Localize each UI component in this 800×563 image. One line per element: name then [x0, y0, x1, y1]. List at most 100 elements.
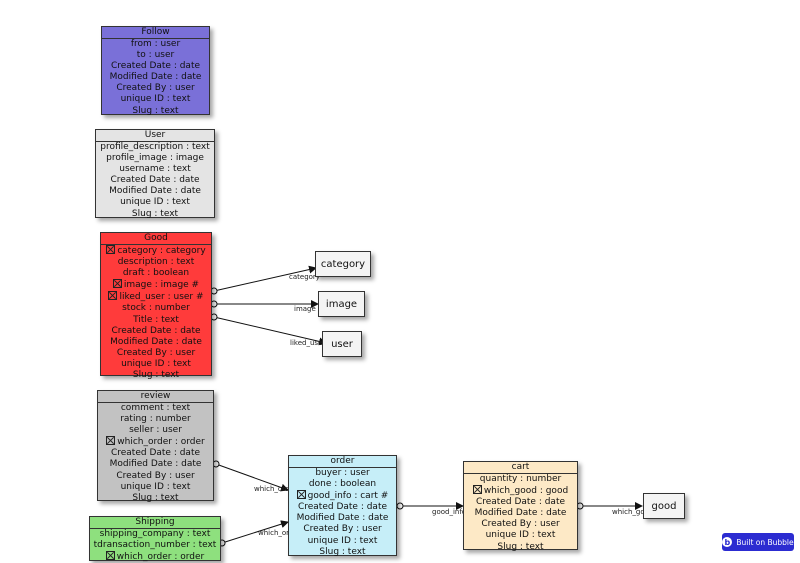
- entity-field: profile_image : image: [96, 153, 214, 164]
- entity-field: liked_user : user #: [101, 291, 211, 303]
- entity-field: Modified Date : date: [102, 72, 209, 83]
- field-text: to : user: [136, 50, 175, 61]
- list-checkbox-icon: [296, 490, 306, 500]
- entity-field: Modified Date : date: [464, 508, 577, 519]
- field-text: Created Date : date: [110, 448, 201, 459]
- entity-field: to : user: [102, 50, 209, 61]
- field-text: from : user: [130, 39, 181, 49]
- list-checkbox-icon: [472, 485, 482, 495]
- entity-field: buyer : user: [289, 468, 396, 479]
- field-text: which_order : order: [116, 552, 205, 563]
- entity-field: rating : number: [98, 414, 213, 425]
- field-text: image : image #: [123, 280, 200, 291]
- field-text: Created Date : date: [297, 502, 388, 513]
- ref-good[interactable]: good: [643, 493, 685, 519]
- field-text: Slug : text: [319, 546, 366, 557]
- field-text: draft : boolean: [122, 268, 190, 279]
- field-text: liked_user : user #: [119, 292, 204, 303]
- field-text: comment : text: [120, 403, 191, 413]
- field-text: Modified Date : date: [474, 508, 567, 519]
- field-text: Slug : text: [132, 370, 180, 381]
- entity-field: Modified Date : date: [289, 513, 396, 524]
- field-text: Modified Date : date: [109, 459, 202, 470]
- field-text: Modified Date : date: [296, 513, 389, 524]
- edge-liked-user: [213, 316, 327, 346]
- field-text: unique ID : text: [307, 535, 378, 546]
- entity-field: Title : text: [101, 315, 211, 326]
- edge-label-category: category: [289, 273, 320, 281]
- field-text: Modified Date : date: [109, 186, 201, 197]
- list-checkbox-icon: [112, 279, 122, 289]
- field-text: buyer : user: [315, 468, 370, 478]
- entity-field: Modified Date : date: [101, 337, 211, 348]
- field-text: Created Date : date: [110, 175, 200, 186]
- field-text: Created By : user: [116, 470, 195, 481]
- ref-user[interactable]: user: [322, 331, 362, 357]
- edge-review-order: [215, 463, 289, 492]
- entity-field: seller : user: [98, 425, 213, 436]
- entity-field: Slug : text: [96, 209, 214, 220]
- field-text: tdransaction_number : text: [93, 540, 217, 551]
- field-text: Title : text: [133, 314, 179, 325]
- built-on-bubble-badge[interactable]: b Built on Bubble: [722, 533, 794, 551]
- list-checkbox-icon: [106, 436, 116, 446]
- entity-field: Slug : text: [289, 547, 396, 558]
- entity-field: username : text: [96, 164, 214, 175]
- field-text: username : text: [119, 164, 191, 175]
- entity-field: from : user: [102, 39, 209, 50]
- field-text: Slug : text: [132, 492, 179, 503]
- entity-field: Modified Date : date: [96, 186, 214, 197]
- entity-field: Created Date : date: [98, 448, 213, 459]
- field-text: which_order : order: [117, 437, 205, 448]
- field-text: category : category: [117, 246, 206, 256]
- field-text: description : text: [117, 257, 195, 268]
- entity-field: shipping_company : text: [90, 529, 220, 540]
- entity-field: Created By : user: [289, 524, 396, 535]
- entity-field: Slug : text: [464, 542, 577, 553]
- field-text: Slug : text: [497, 541, 544, 552]
- entity-field: Created By : user: [102, 83, 209, 94]
- field-text: profile_image : image: [106, 153, 204, 164]
- entity-field: Created Date : date: [464, 497, 577, 508]
- entity-field: Created By : user: [101, 348, 211, 359]
- field-text: Slug : text: [132, 105, 179, 116]
- field-text: unique ID : text: [485, 530, 556, 541]
- ref-image[interactable]: image: [318, 291, 365, 317]
- field-text: seller : user: [129, 425, 182, 436]
- entity-field: draft : boolean: [101, 268, 211, 279]
- edge-label-liked-user: liked_user #: [290, 339, 334, 347]
- entity-field: Created Date : date: [96, 175, 214, 186]
- entity-field: unique ID : text: [102, 94, 209, 105]
- entity-field: category : category: [101, 245, 211, 257]
- field-text: which_good : good: [483, 486, 569, 497]
- entity-field: unique ID : text: [289, 536, 396, 547]
- ref-category[interactable]: category: [315, 251, 371, 277]
- entity-field: good_info : cart #: [289, 490, 396, 502]
- edge-label-review-which-order: which_order: [254, 485, 297, 493]
- entity-title: Follow: [102, 27, 209, 39]
- field-text: Created By : user: [116, 83, 195, 94]
- entity-field: Slug : text: [101, 370, 211, 381]
- entity-field: which_order : order: [90, 551, 220, 563]
- field-text: Created By : user: [481, 519, 560, 530]
- edge-category: [213, 265, 317, 292]
- entity-field: Slug : text: [98, 493, 213, 504]
- entity-title: cart: [464, 462, 577, 474]
- entity-field: Created Date : date: [289, 502, 396, 513]
- entity-field: Slug : text: [102, 106, 209, 117]
- field-text: Created By : user: [116, 347, 196, 358]
- field-text: Modified Date : date: [110, 336, 202, 347]
- edge-label-which-good: which_good: [612, 508, 654, 516]
- entity-field: done : boolean: [289, 479, 396, 490]
- edge-label-good-info: good_info #: [432, 508, 475, 516]
- entity-title: Good: [101, 233, 211, 245]
- entity-field: which_good : good: [464, 485, 577, 497]
